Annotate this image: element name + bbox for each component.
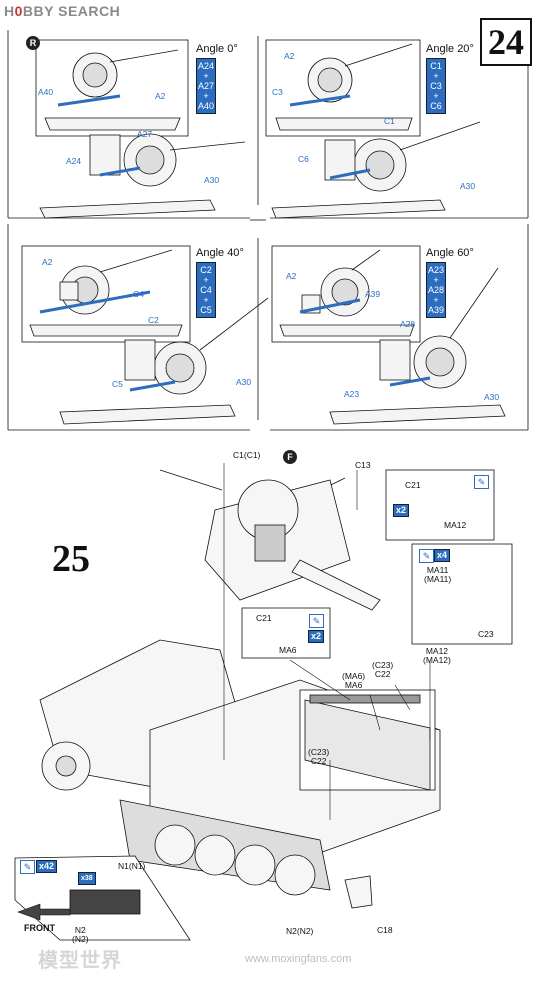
part-label: C5 [112,379,123,389]
quantity-badge: x2 [308,630,325,643]
part-label: (C23)C22 [308,747,330,766]
step-number-25: 25 [52,538,90,580]
part-label: C21 [256,613,272,623]
part-label: (C23)C22 [372,660,394,679]
angle-label: Angle 40° [196,247,244,259]
quantity-badge: x4 [434,549,451,562]
part-label: MA12(MA12) [423,646,451,665]
part-label: A30 [460,181,476,191]
parts-box: C2+C4+C5 [196,262,216,318]
glue-icon: ✎ [20,860,35,874]
part-label: A2 [284,51,295,61]
site-logo: H0BBY SEARCH [4,3,120,19]
part-label: C1(C1) [233,450,261,460]
part-label: A24 [66,156,82,166]
part-label: MA11(MA11) [424,565,452,584]
part-label: C4 [133,289,144,299]
badge-r: R [26,36,40,50]
watermark-url: www.moxingfans.com [245,953,352,965]
part-label: C6 [298,154,309,164]
angle-label: Angle 0° [196,43,238,55]
glue-icon: ✎ [419,549,434,563]
part-label: C23 [478,629,494,639]
part-label: MA6 [279,645,297,655]
parts-box: A23+A28+A39 [426,262,446,318]
parts-box: C1+C3+C6 [426,58,446,114]
quantity-badge: x42 [36,860,58,873]
part-label: C2 [148,315,159,325]
front-label: FRONT [24,923,55,933]
part-label: C21 [405,480,421,490]
step-number-24: 24 [480,18,532,66]
part-label: (MA6)MA6 [342,671,366,690]
part-label: A30 [484,392,500,402]
brand-prefix: H [4,3,15,19]
part-label: A23 [344,389,360,399]
quantity-badge: x38 [78,872,96,885]
part-label: N2(N2) [286,926,314,936]
parts-box: A24+A27+A40 [196,58,216,114]
part-label: C18 [377,925,393,935]
part-label: N1(N1) [118,861,146,871]
badge-f: F [283,450,297,464]
brand-main: BBY SEARCH [22,3,121,19]
part-label: C3 [272,87,283,97]
part-label: C13 [355,460,371,470]
part-label: A27 [137,129,153,139]
part-label: A40 [38,87,54,97]
front-arrow-icon [17,903,71,921]
watermark: 模型世界 [38,950,122,972]
part-label: MA12 [444,520,467,530]
part-label: A30 [236,377,252,387]
part-label: A2 [42,257,53,267]
part-label: A30 [204,175,220,185]
quantity-badge: x2 [393,504,410,517]
part-label: A2 [286,271,297,281]
angle-label: Angle 60° [426,247,474,259]
brand-x: 0 [14,3,23,19]
part-label: C1 [384,116,395,126]
part-label: A2 [155,91,166,101]
part-label: A39 [365,289,381,299]
glue-icon: ✎ [309,614,324,628]
part-label: N2(N2) [72,925,89,944]
glue-icon: ✎ [474,475,489,489]
angle-label: Angle 20° [426,43,474,55]
part-label: A28 [400,319,416,329]
